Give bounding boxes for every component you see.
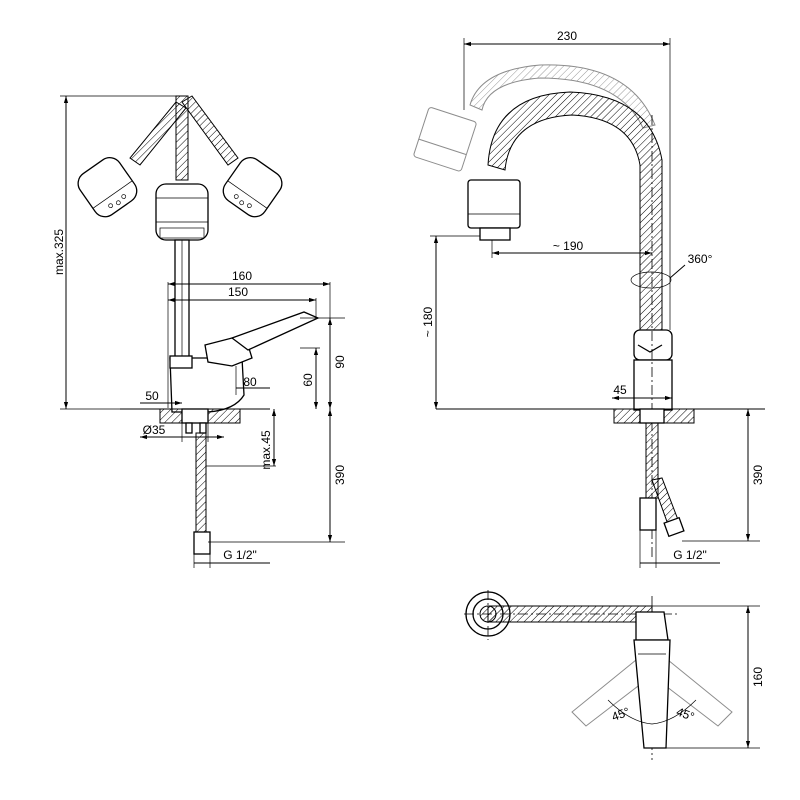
dim-front-hose-thread: G 1/2" <box>223 548 257 562</box>
dim-side-spout-height: ~ 180 <box>421 306 435 337</box>
dim-front-spout-reach: 160 <box>232 269 252 283</box>
dim-side-rotation: 360° <box>688 252 713 266</box>
side-spout-hose <box>487 91 663 331</box>
dim-front-thread-length: max.45 <box>259 430 273 470</box>
dim-front-total-height: max.325 <box>52 229 66 275</box>
front-mixer-body <box>169 311 320 413</box>
front-hose-nut <box>193 531 211 555</box>
side-spray-head <box>467 179 521 241</box>
top-lever-ghost-left <box>571 659 647 727</box>
dim-top-angle-right: 45° <box>674 705 696 724</box>
dim-side-hose-length: 390 <box>751 465 765 485</box>
front-flex-hose <box>195 432 207 534</box>
dim-front-hose-length: 390 <box>333 465 347 485</box>
dim-front-body-height: 90 <box>333 355 347 369</box>
front-spray-head-right <box>181 95 283 218</box>
top-lever-main <box>633 639 671 749</box>
side-mixer-body <box>633 329 673 411</box>
front-hose <box>175 95 189 181</box>
front-spray-head-center <box>155 183 209 241</box>
front-view: max.325 160 150 90 60 80 50 Ø35 max <box>52 95 347 568</box>
dim-side-overall-width: 230 <box>557 29 577 43</box>
front-spray-head-left <box>77 101 187 218</box>
dim-front-lever-height: 60 <box>301 373 315 387</box>
dim-side-spout-reach: ~ 190 <box>553 239 584 253</box>
dim-side-body-offset: 45 <box>613 383 627 397</box>
dim-side-hose-thread: G 1/2" <box>673 548 707 562</box>
top-view: 45° 45° 160 <box>464 590 765 760</box>
side-ghost-spray-head <box>413 64 656 172</box>
dim-front-lever-reach: 150 <box>228 285 248 299</box>
rotation-indicator <box>630 271 672 289</box>
dim-front-base-diameter: Ø35 <box>143 423 166 437</box>
dim-front-base-offset: 50 <box>145 389 159 403</box>
dim-top-lever-depth: 160 <box>751 667 765 687</box>
side-view: 360° 230 ~ 190 ~ 180 45 <box>413 29 765 568</box>
dim-front-lever-length: 80 <box>243 375 257 389</box>
dim-top-angle-left: 45° <box>610 704 632 723</box>
